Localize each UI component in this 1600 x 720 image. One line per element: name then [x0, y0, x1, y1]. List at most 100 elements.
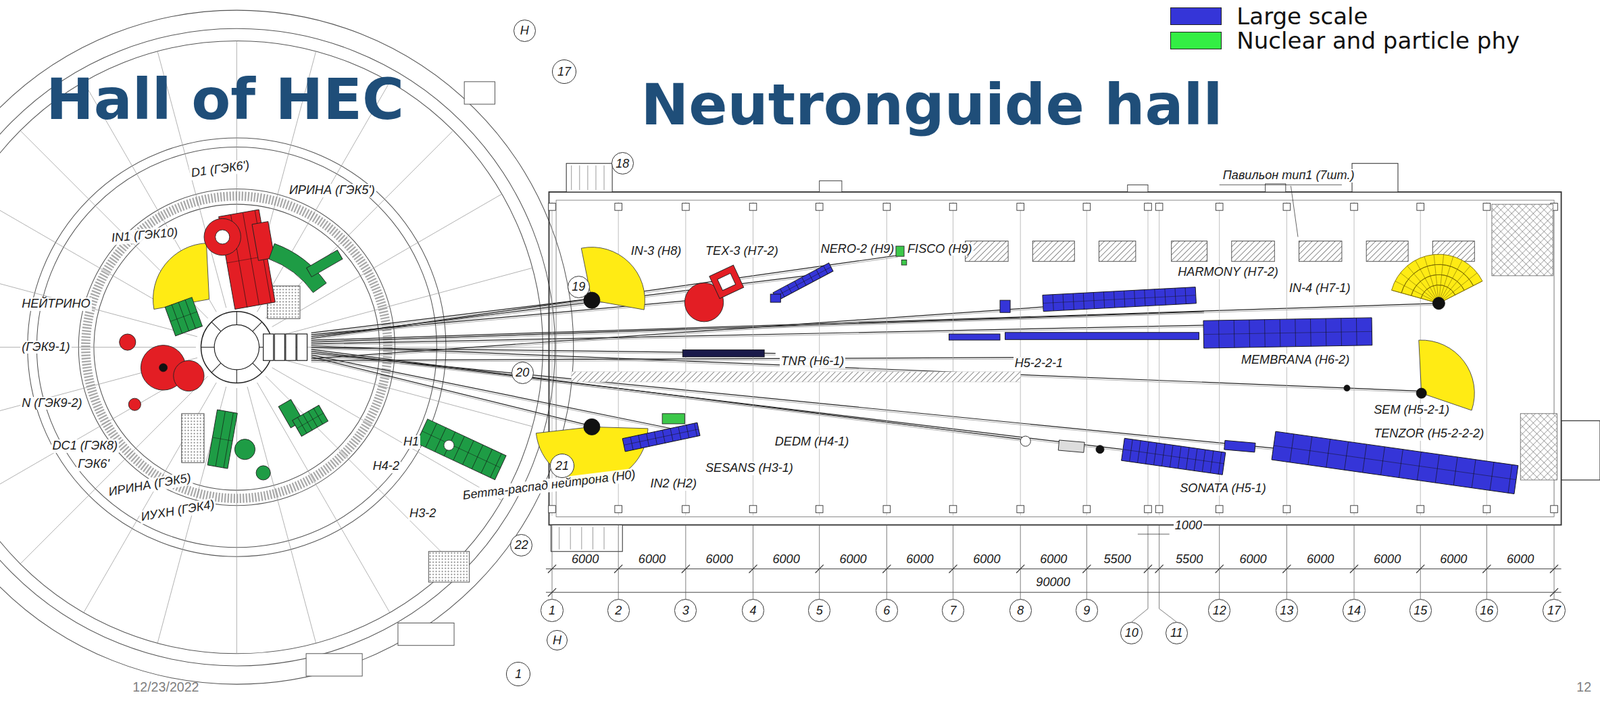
leader-line	[1290, 185, 1298, 238]
blue-instrument	[1042, 287, 1196, 312]
column-post	[1144, 505, 1153, 513]
instrument-body	[1005, 332, 1200, 340]
column-post	[749, 203, 757, 211]
green-instrument	[416, 418, 507, 480]
building-detail	[397, 622, 455, 645]
yellow-sector	[1418, 339, 1475, 411]
neutron-guide	[311, 297, 596, 333]
callout-bubble: 10	[1120, 621, 1143, 644]
dimension-label: 6000	[1305, 552, 1336, 567]
column-post	[1215, 203, 1223, 211]
instrument-body	[1224, 439, 1256, 452]
callout-bubble: 8	[1009, 598, 1032, 621]
callout-number: 4	[750, 604, 757, 617]
callout-bubble: 5	[808, 598, 831, 621]
stair-line	[595, 165, 596, 190]
wall-detail	[1352, 163, 1398, 192]
instrument-label: H4-2	[371, 459, 401, 473]
reactor-core	[214, 324, 259, 369]
neutron-guide	[311, 308, 1052, 361]
green-instrument	[164, 297, 203, 336]
guide-component	[1058, 439, 1085, 453]
instrument-label: FISCO (H9)	[906, 242, 974, 257]
column-post	[883, 203, 891, 211]
fan-ray	[1407, 265, 1440, 303]
callout-bubble: 2	[607, 598, 630, 621]
legend-swatch	[1170, 7, 1222, 25]
column-post	[1416, 203, 1425, 211]
radial-line	[265, 130, 454, 319]
callout-number: 13	[1279, 604, 1294, 617]
column-post	[1416, 505, 1425, 513]
footer-text: 12/23/2022	[132, 679, 199, 695]
callout-bubble: 14	[1342, 598, 1365, 621]
blue-instrument	[1224, 439, 1256, 452]
callout-number: 17	[557, 65, 571, 78]
axis-line	[1354, 524, 1355, 599]
column-post	[1155, 203, 1163, 211]
instrument-label: TENZOR (H5-2-2-2)	[1372, 427, 1486, 441]
column-post	[682, 505, 690, 513]
neutron-guide	[311, 347, 1424, 393]
instrument-body	[622, 422, 700, 452]
neutron-guide	[311, 357, 1026, 361]
column-post	[949, 505, 957, 513]
instrument-body	[164, 297, 203, 336]
instrument-body	[901, 259, 907, 265]
instrument-label: TNR (H6-1)	[779, 354, 846, 369]
stair-line	[558, 526, 560, 549]
column-post	[1083, 505, 1091, 513]
callout-number: 11	[1170, 626, 1184, 639]
callout-number: 1	[514, 667, 522, 680]
hatched-bay	[1171, 241, 1208, 262]
stair-line	[579, 165, 580, 190]
instrument-label: IN-3 (H8)	[629, 244, 683, 259]
callout-bubble: 12	[1208, 598, 1231, 621]
stair-line	[570, 526, 571, 549]
legend-swatch	[1170, 31, 1222, 50]
column-grid-line	[1158, 202, 1160, 516]
column-post	[1155, 505, 1163, 513]
callout-bubble: H	[546, 629, 567, 650]
wall-detail	[819, 180, 842, 192]
red-instrument	[204, 218, 241, 255]
dimension-label: 6000	[837, 552, 868, 567]
fan-ray	[1438, 260, 1463, 304]
instrument-body	[1271, 431, 1519, 494]
crosshatch-area	[1491, 204, 1554, 276]
red-instrument	[717, 272, 736, 290]
callout-number: 19	[571, 280, 586, 293]
dimension-line	[545, 568, 1562, 569]
building-detail	[464, 81, 495, 105]
column-post	[1283, 505, 1291, 513]
fan-ray	[1438, 272, 1478, 304]
instrument-body	[895, 245, 905, 257]
dimension-label: 90000	[1034, 575, 1071, 590]
dimension-tick	[547, 587, 557, 596]
dimension-label: 1000	[1173, 518, 1204, 533]
dimension-tick	[1550, 587, 1559, 596]
dimension-label: 6000	[1505, 552, 1536, 567]
callout-number: H	[520, 24, 530, 37]
instrument-body	[1042, 287, 1196, 312]
column-post	[883, 505, 891, 513]
blue-instrument	[948, 333, 1000, 340]
neutron-guide	[311, 326, 1225, 346]
stair-box	[566, 163, 613, 192]
blue-instrument	[770, 293, 781, 303]
radial-line	[265, 375, 454, 564]
instrument-label: D1 (ГЭК6')	[189, 158, 253, 180]
reactor-spoke	[252, 362, 263, 373]
column-post	[749, 505, 757, 513]
instrument-body	[416, 418, 507, 480]
callout-bubble: 1	[506, 661, 531, 686]
column-post	[1215, 505, 1223, 513]
neutron-guide	[311, 356, 674, 431]
stair-line	[604, 165, 605, 190]
column-post	[1550, 505, 1559, 513]
fan-ray	[1438, 256, 1453, 303]
axis-line	[952, 524, 954, 599]
column-post	[1083, 203, 1091, 211]
callout-number: 20	[515, 366, 530, 379]
instrument-label: Павильон тип1 (7шт.)	[1221, 168, 1357, 183]
